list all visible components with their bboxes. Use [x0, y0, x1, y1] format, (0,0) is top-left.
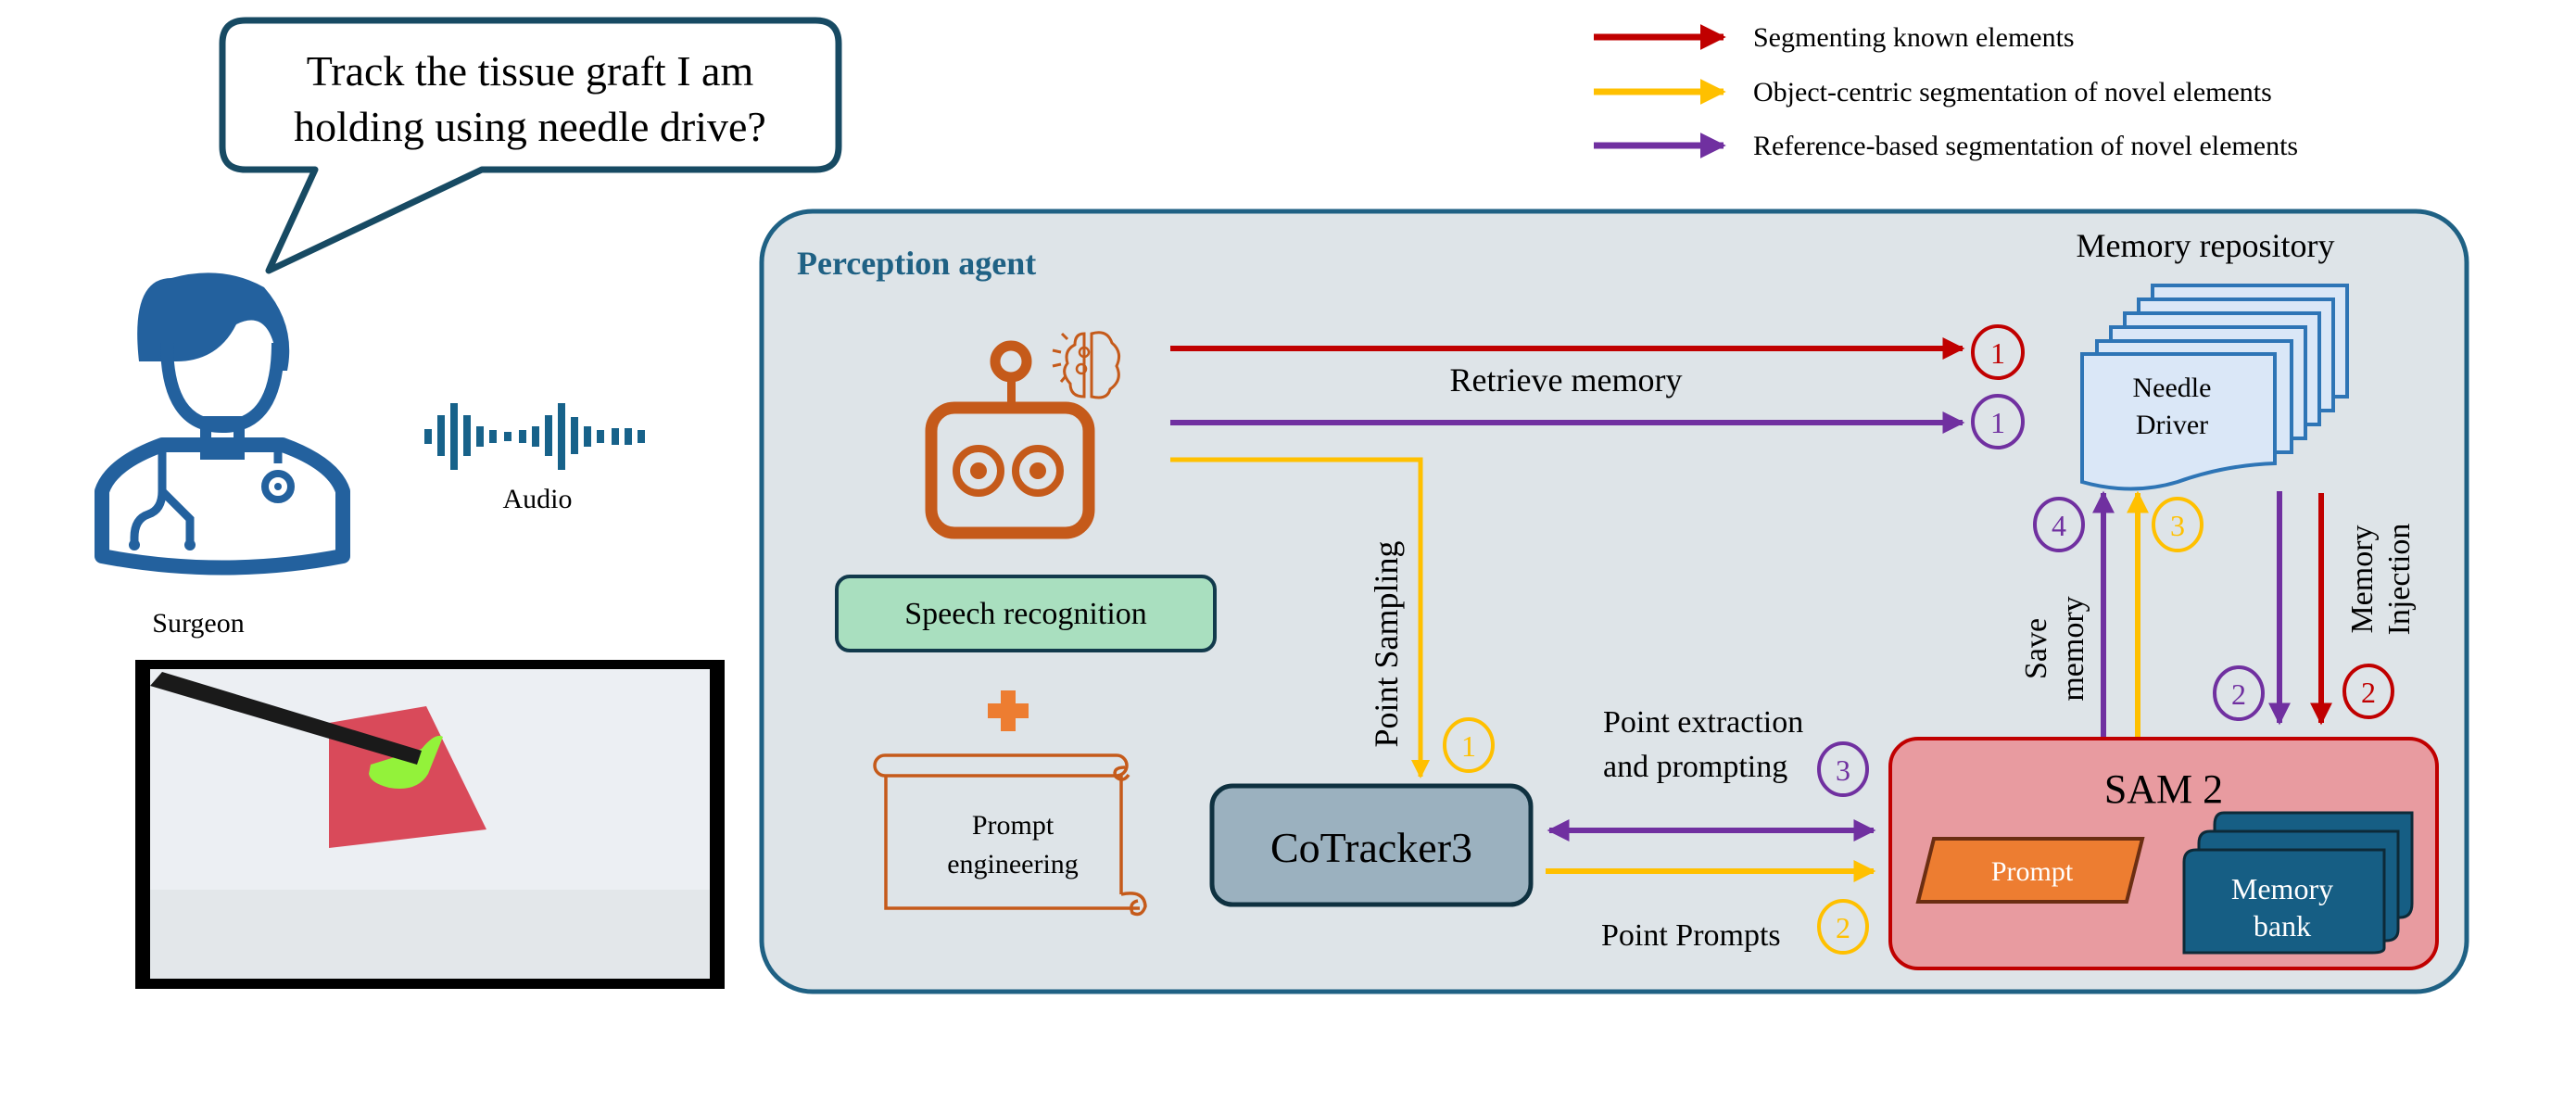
- svg-text:3: 3: [1836, 753, 1850, 787]
- sam2-title: SAM 2: [2104, 766, 2223, 812]
- sam2-prompt-label: Prompt: [1991, 856, 2074, 887]
- doctor-icon: [95, 272, 350, 576]
- step-circle-yellow-1: 1: [1443, 717, 1495, 773]
- memory-bank-line2: bank: [2254, 909, 2311, 943]
- cotracker-box: [1209, 783, 1534, 907]
- svg-text:3: 3: [2170, 509, 2185, 542]
- step-circle-red-2: 2: [2342, 664, 2394, 719]
- segmentation-mask: [369, 735, 443, 789]
- step-circle-purple-2: 2: [2213, 665, 2265, 721]
- memory-repository-stack: [2080, 284, 2349, 491]
- needle-driver-line1: Needle: [2133, 373, 2212, 403]
- prompt-engineering-scroll: [873, 753, 1147, 917]
- memory-bank-stack: [2182, 811, 2414, 955]
- retrieve-memory-label: Retrieve memory: [1450, 361, 1683, 399]
- svg-text:2: 2: [2231, 677, 2246, 711]
- svg-text:4: 4: [2052, 509, 2066, 542]
- memory-repository-title: Memory repository: [2077, 227, 2335, 264]
- needle-driver: [150, 672, 422, 765]
- point-sampling-arrow: [1170, 457, 1430, 778]
- plus-icon: [988, 690, 1029, 731]
- robot-brain-icon: [925, 331, 1121, 539]
- speech-recognition-label: Speech recognition: [904, 597, 1147, 631]
- svg-text:2: 2: [2361, 676, 2376, 709]
- point-prompts-label: Point Prompts: [1601, 918, 1781, 953]
- point-extraction-line1: Point extraction: [1603, 705, 1803, 740]
- legend-item-3: Reference-based segmentation of novel el…: [1753, 131, 2298, 161]
- surgical-image: [135, 660, 725, 989]
- memory-injection-line1: Memory: [2345, 525, 2380, 633]
- prompt-engineering-line2: engineering: [947, 849, 1079, 880]
- svg-text:2: 2: [1836, 911, 1850, 944]
- memory-injection-line2: Injection: [2382, 524, 2417, 636]
- step-circle-purple-1: 1: [1971, 394, 2025, 449]
- sam2-prompt-shape: [1915, 837, 2145, 904]
- memory-bank-line1: Memory: [2231, 872, 2333, 905]
- step-circle-purple-3: 3: [1817, 741, 1869, 797]
- speech-bubble-line1: Track the tissue graft I am: [307, 47, 754, 95]
- speech-bubble-line2: holding using needle drive?: [294, 103, 766, 150]
- save-memory-line2: memory: [2056, 596, 2090, 701]
- step-circle-yellow-2: 2: [1817, 899, 1869, 955]
- speech-bubble: Track the tissue graft I am holding usin…: [219, 17, 842, 274]
- audio-label: Audio: [503, 484, 573, 514]
- svg-text:1: 1: [1990, 406, 2005, 439]
- step-circle-red-1: 1: [1971, 324, 2025, 380]
- legend-item-2: Object-centric segmentation of novel ele…: [1753, 77, 2272, 108]
- needle-driver-line2: Driver: [2136, 410, 2208, 440]
- legend-item-1: Segmenting known elements: [1753, 22, 2075, 53]
- point-sampling-label: Point Sampling: [1368, 540, 1405, 747]
- save-memory-line1: Save: [2019, 618, 2053, 679]
- speech-recognition-box: [835, 575, 1217, 652]
- prompt-engineering-line1: Prompt: [972, 810, 1054, 841]
- cotracker-label: CoTracker3: [1270, 824, 1472, 871]
- legend: Segmenting known elements Object-centric…: [1594, 22, 2298, 161]
- step-circle-purple-4: 4: [2033, 497, 2085, 552]
- svg-text:1: 1: [1990, 336, 2005, 370]
- perception-agent-title: Perception agent: [797, 245, 1036, 282]
- surgeon-label: Surgeon: [152, 608, 244, 639]
- svg-text:1: 1: [1461, 729, 1476, 763]
- point-extraction-line2: and prompting: [1603, 750, 1787, 784]
- sound-wave-icon: [424, 403, 645, 470]
- step-circle-yellow-3: 3: [2152, 497, 2203, 552]
